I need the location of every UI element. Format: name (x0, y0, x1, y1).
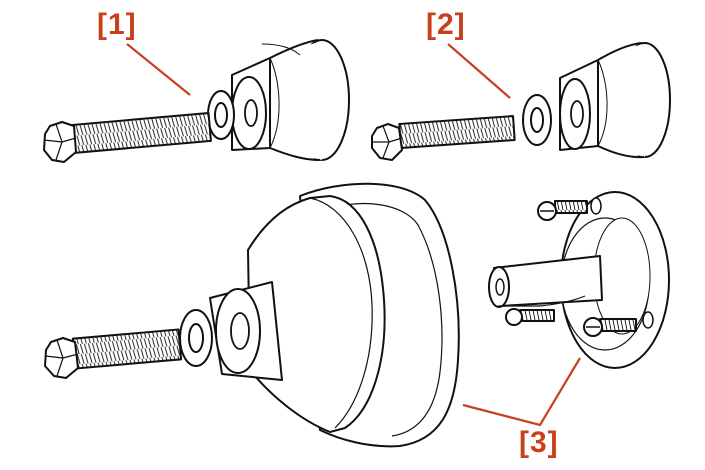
part-3-assembly (44, 182, 460, 448)
part-1-cup (231, 39, 350, 161)
callout-label-1: [1] (97, 8, 137, 41)
part-2-bolt (371, 115, 516, 161)
callout-label-3: [3] (519, 426, 559, 459)
part-2-washer (522, 94, 552, 146)
callout-label-2: [2] (426, 8, 466, 41)
part-2-cup (559, 42, 671, 159)
leader-line-2 (447, 43, 511, 99)
part-1-bolt (43, 112, 212, 163)
part-1-washer (207, 90, 235, 140)
part-3-bolt (44, 328, 183, 379)
leader-line-3 (462, 357, 581, 427)
part-3-screw-bottom (583, 317, 637, 337)
part-1-assembly (43, 39, 350, 163)
part-2-assembly (371, 42, 671, 161)
part-3-screw-middle (505, 308, 555, 326)
part-3-flange (488, 191, 670, 369)
part-3-bell (209, 182, 460, 448)
part-3-screw-top (537, 200, 588, 221)
leader-lines (126, 43, 581, 427)
leader-line-1 (126, 43, 191, 96)
part-3-washer (179, 309, 213, 367)
